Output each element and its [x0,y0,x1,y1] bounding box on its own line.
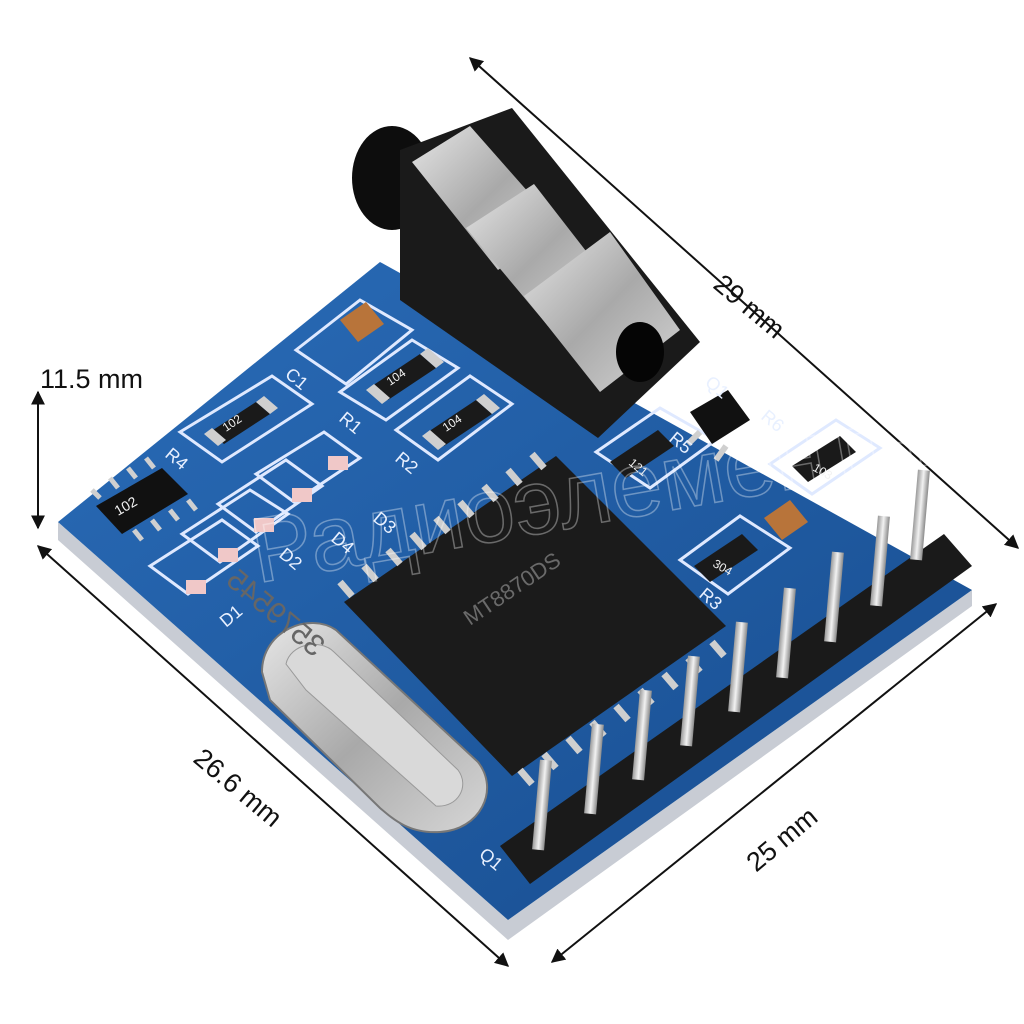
ic-chip [337,451,727,787]
resistor-103 [792,436,856,482]
resistor-104-a [366,348,444,404]
resistor-304 [694,534,758,582]
silkscreen-boxes [147,298,883,596]
transistor-q1 [685,390,750,462]
resistor-121 [610,430,674,478]
dim-arrow-bottom-right [550,603,998,963]
crystal-oscillator [260,622,489,834]
dimension-height-label: 11.5 mm [40,364,144,394]
pin-header [500,469,972,884]
resistor-104-b [422,394,500,450]
resistor-array-102 [90,456,198,542]
pcb-edge [58,522,972,940]
dim-arrow-left [36,545,510,967]
resistor-102 [204,396,278,446]
capacitor-c2 [764,500,808,540]
capacitor-c1 [340,302,384,342]
audio-jack [352,108,700,438]
led-row [186,456,348,594]
dim-arrow-top-right [468,57,1020,549]
